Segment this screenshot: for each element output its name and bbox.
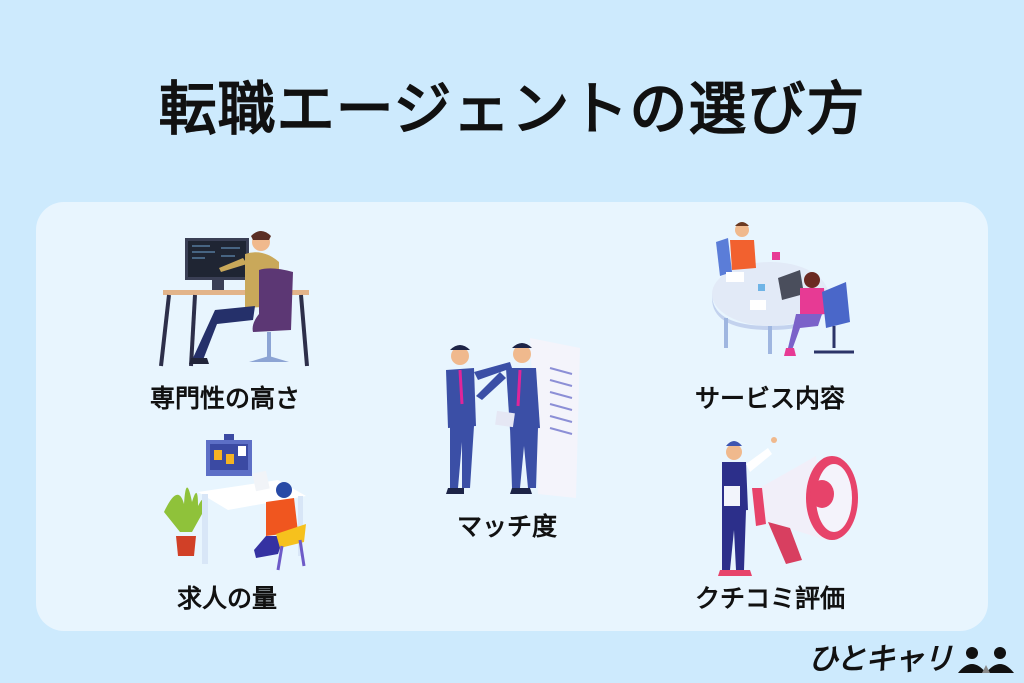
logo-text: ひとキャリ [808, 642, 953, 677]
item-label-expertise: 専門性の高さ [150, 384, 301, 413]
item-label-services: サービス内容 [695, 384, 846, 413]
item-label-job-volume: 求人の量 [177, 584, 278, 613]
programmer-at-desk-illustration [159, 231, 309, 367]
two-people-icon [958, 647, 1015, 673]
video-call-desk-illustration [164, 434, 306, 571]
handshake-contract-illustration [446, 338, 580, 498]
meeting-table-illustration [712, 222, 854, 356]
megaphone-man-illustration [718, 437, 858, 576]
item-label-match: マッチ度 [457, 512, 558, 541]
brand-logo[interactable]: ひとキャリ [808, 640, 1016, 680]
item-label-reviews: クチコミ評価 [695, 584, 846, 613]
page-title: 転職エージェントの選び方 [158, 75, 866, 143]
